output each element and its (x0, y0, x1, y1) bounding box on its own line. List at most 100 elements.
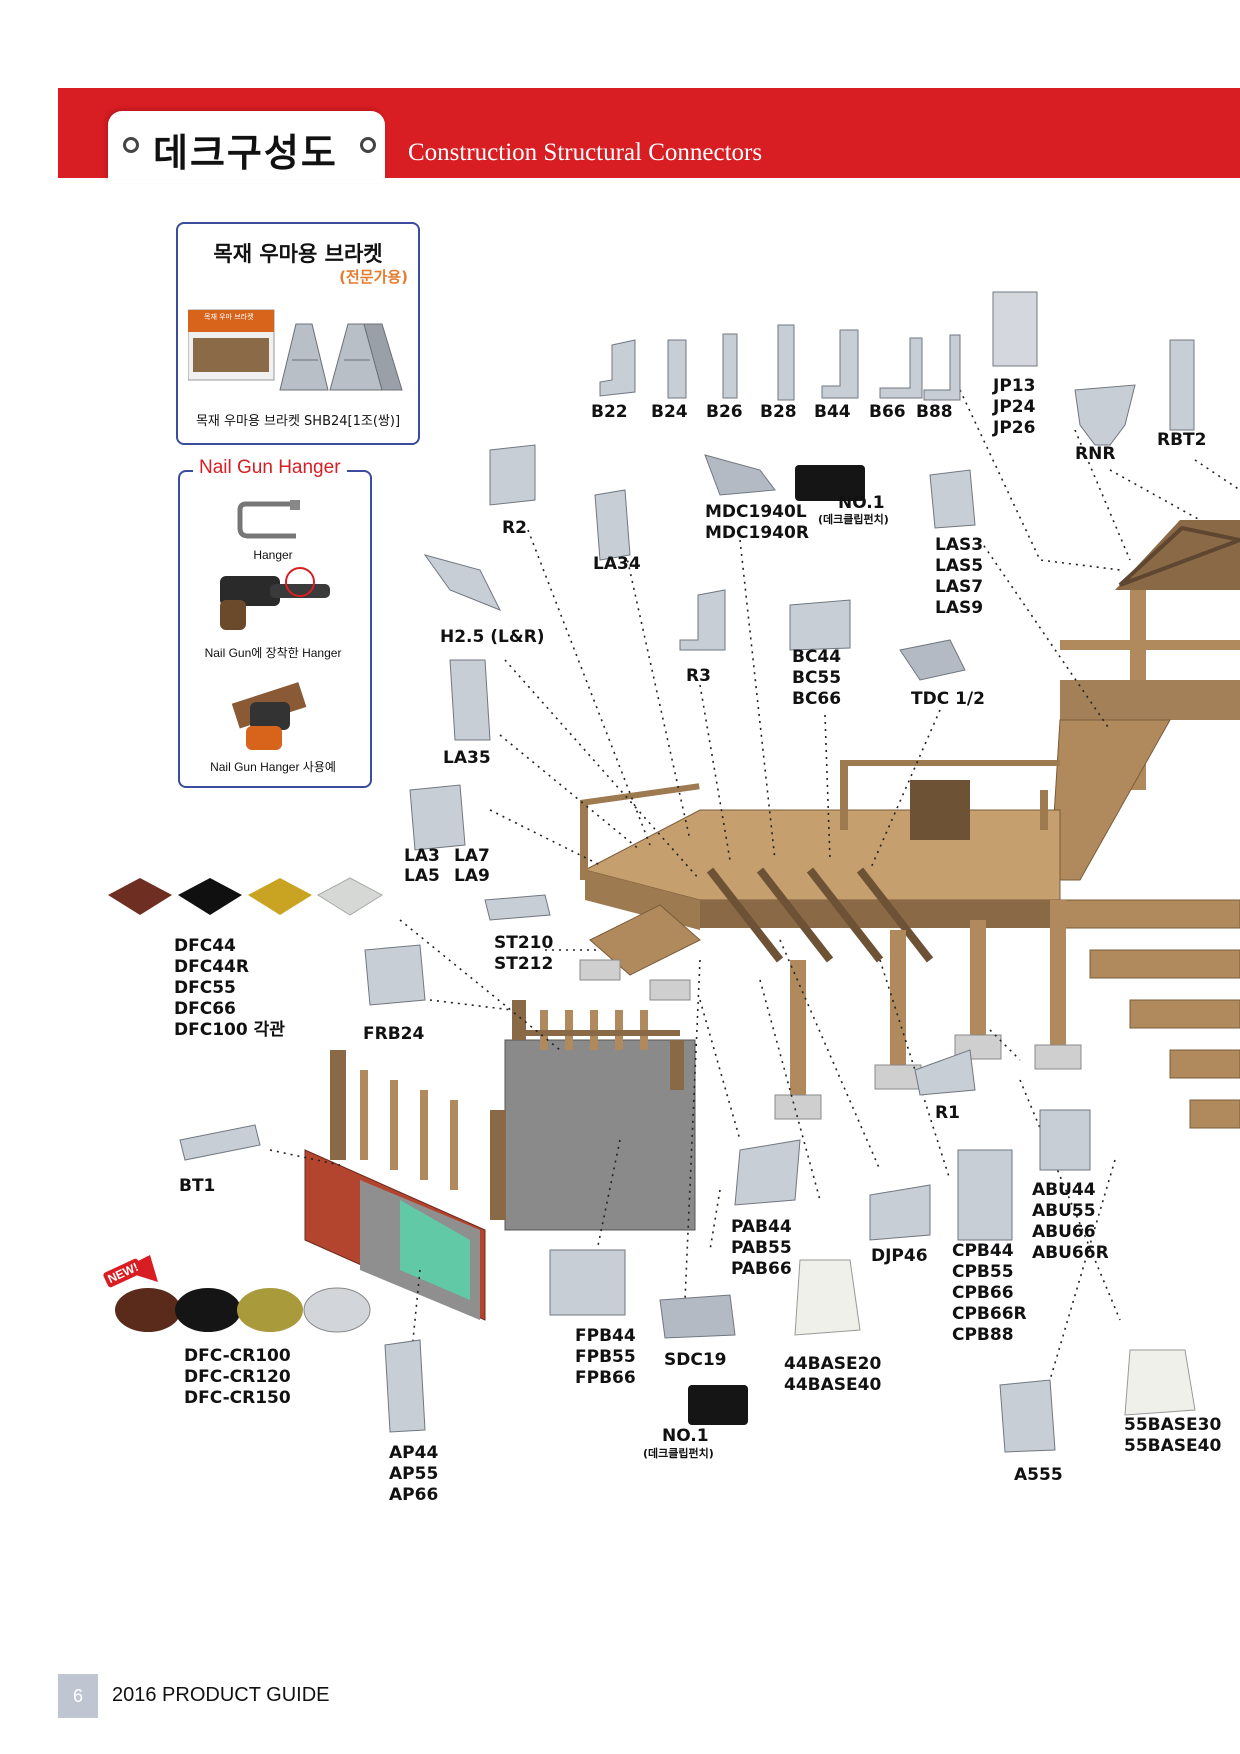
nailgun-caption-3: Nail Gun Hanger 사용예 (210, 760, 336, 774)
label-sdc19: SDC19 (664, 1350, 727, 1370)
label-jp24: JP24 (993, 397, 1036, 417)
label-la34: LA34 (593, 554, 641, 574)
label-st: ST210 ST212 (494, 933, 553, 975)
page-subtitle: Construction Structural Connectors (408, 139, 763, 166)
hanger-image (237, 500, 300, 539)
label-la7: LA7 (454, 846, 490, 866)
leader-lines (269, 389, 1240, 1381)
label-b28: B28 (760, 402, 797, 422)
label-abu44: ABU44 (1032, 1180, 1096, 1200)
label-dfccr120: DFC-CR120 (184, 1367, 291, 1387)
label-b26: B26 (706, 402, 743, 422)
label-ap: AP44 AP55 AP66 (389, 1443, 438, 1506)
dfccr-caps (115, 1287, 371, 1333)
djp46-bracket (869, 1184, 931, 1241)
label-h25: H2.5 (L&R) (440, 627, 545, 647)
label-44base20: 44BASE20 (784, 1354, 882, 1374)
label-jp: JP13 JP24 JP26 (993, 376, 1035, 439)
page-title: 데크구성도 (153, 130, 338, 175)
nailgun-usage-image (231, 682, 307, 750)
label-no1-top-sub: (데크클립펀치) (818, 513, 889, 526)
page-number: 6 (58, 1674, 98, 1718)
label-b22: B22 (591, 402, 628, 422)
label-r2: R2 (502, 518, 527, 538)
label-st212: ST212 (494, 954, 554, 974)
label-dfccr: DFC-CR100 DFC-CR120 DFC-CR150 (184, 1346, 291, 1409)
bullet-right-icon (360, 137, 376, 153)
fence-back (504, 1000, 696, 1231)
label-bt1: BT1 (179, 1176, 216, 1196)
header-tab (108, 111, 385, 183)
label-dfc66: DFC66 (174, 999, 236, 1019)
mdc-clip (704, 454, 776, 496)
label-mdc1940l: MDC1940L (705, 502, 807, 522)
label-abu66: ABU66 (1032, 1222, 1096, 1242)
label-44base40: 44BASE40 (784, 1375, 882, 1395)
label-las5: LAS5 (935, 556, 984, 576)
rnr-hanger (1074, 384, 1136, 446)
la35-plate (449, 659, 491, 741)
label-las7: LAS7 (935, 577, 984, 597)
label-55base40: 55BASE40 (1124, 1436, 1222, 1456)
label-la3: LA3 (404, 846, 440, 866)
label-base55: 55BASE30 55BASE40 (1124, 1415, 1221, 1457)
base55-block (1124, 1349, 1196, 1416)
label-mdc: MDC1940L MDC1940R (705, 502, 809, 544)
label-rnr: RNR (1075, 444, 1116, 464)
label-st210: ST210 (494, 933, 554, 953)
label-mdc1940r: MDC1940R (705, 523, 809, 543)
h25-plate (423, 554, 502, 611)
label-cpb66: CPB66 (952, 1283, 1014, 1303)
label-cpb: CPB44 CPB55 CPB66 CPB66R CPB88 (952, 1241, 1027, 1346)
bracket-box-pkg-label: 목재 우마 브라켓 (204, 313, 254, 321)
la-plate (409, 784, 466, 851)
jp-plate (992, 291, 1038, 367)
bc-cap (789, 599, 851, 651)
r3-bracket (679, 589, 726, 651)
frb24-bracket (364, 944, 426, 1006)
r2-plate (489, 444, 536, 506)
label-djp46: DJP46 (871, 1246, 928, 1266)
label-rbt2: RBT2 (1157, 430, 1207, 450)
label-b66: B66 (869, 402, 906, 422)
label-jp26: JP26 (993, 418, 1036, 438)
label-dfccr100: DFC-CR100 (184, 1346, 291, 1366)
bt1-strap (179, 1124, 261, 1161)
label-fpb55: FPB55 (575, 1347, 636, 1367)
label-abu66r: ABU66R (1032, 1243, 1109, 1263)
rbt2-strap (1169, 339, 1195, 431)
nailgun-caption-2: Nail Gun에 장착한 Hanger (204, 646, 342, 660)
label-cpb44: CPB44 (952, 1241, 1014, 1261)
ap-bracket (384, 1339, 426, 1433)
no1-bot-block (688, 1385, 748, 1425)
bracket-box: 목재 우마용 브라켓 (전문가용) 목재 우마 브라켓 목재 우마용 브라켓 S… (176, 222, 420, 445)
label-jp13: JP13 (993, 376, 1036, 396)
las-plate (929, 469, 976, 529)
label-fpb44: FPB44 (575, 1326, 636, 1346)
label-b24: B24 (651, 402, 688, 422)
label-dfc: DFC44 DFC44R DFC55 DFC66 DFC100 각관 (174, 936, 285, 1041)
label-la35: LA35 (443, 748, 491, 768)
tdc-clip (899, 639, 966, 681)
r1-bracket (914, 1049, 976, 1096)
label-las3: LAS3 (935, 535, 984, 555)
label-base44: 44BASE20 44BASE40 (784, 1354, 881, 1396)
label-dfc55: DFC55 (174, 978, 236, 998)
deck-platform (579, 760, 1082, 1120)
label-abu: ABU44 ABU55 ABU66 ABU66R (1032, 1180, 1109, 1264)
part-icons (108, 291, 1196, 1453)
label-tdc: TDC 1/2 (911, 689, 985, 709)
label-no1-top: NO.1 (838, 493, 885, 513)
a555-bracket (999, 1379, 1056, 1453)
label-bc44: BC44 (792, 647, 842, 667)
label-pab44: PAB44 (731, 1217, 792, 1237)
label-55base30: 55BASE30 (1124, 1415, 1222, 1435)
no1-top-block (795, 465, 865, 501)
label-bc55: BC55 (792, 668, 842, 688)
label-dfccr150: DFC-CR150 (184, 1388, 291, 1408)
bracket-box-title: 목재 우마용 브라켓 (213, 242, 383, 266)
gazebo (1060, 520, 1240, 790)
stairs-right (1049, 719, 1240, 1129)
label-abu55: ABU55 (1032, 1201, 1096, 1221)
